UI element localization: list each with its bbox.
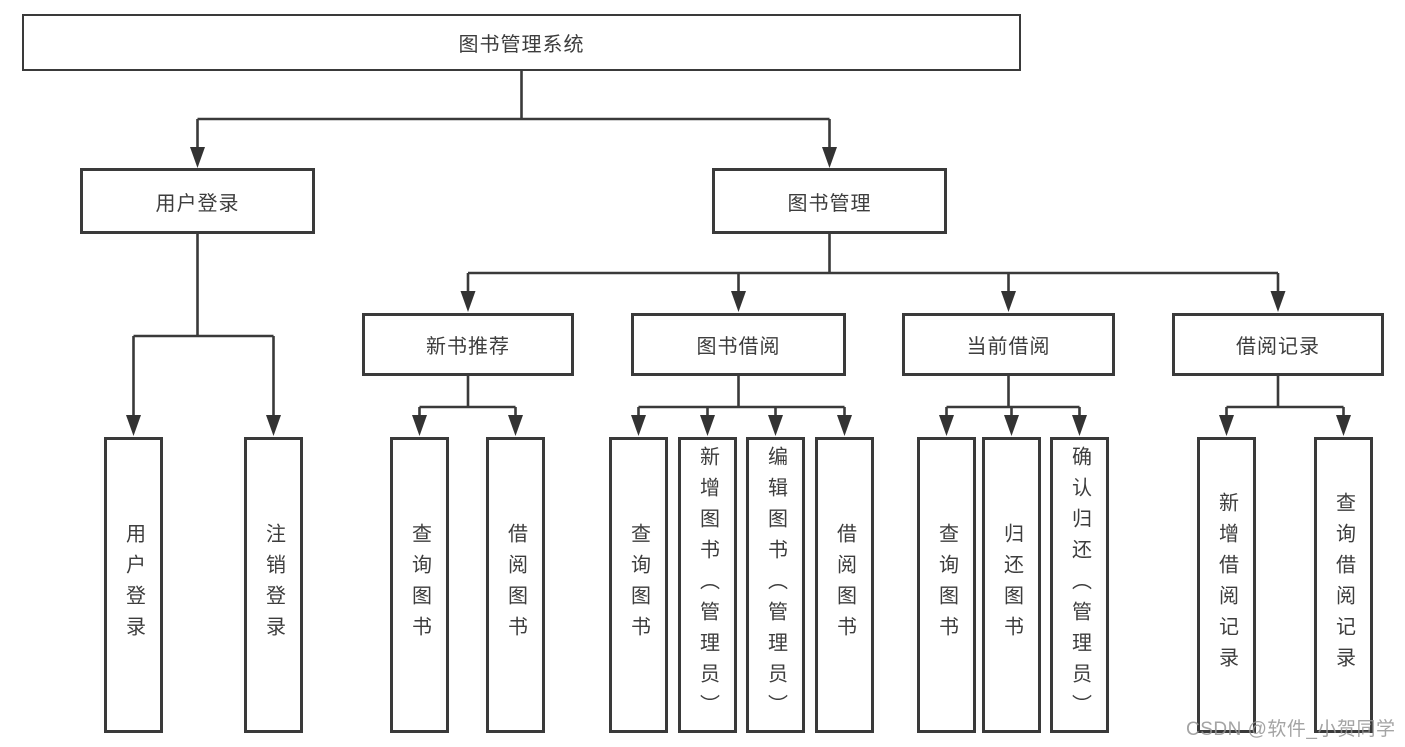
node-label: 图书管理系统 <box>458 34 585 56</box>
leaf-return-books: 归还图书 <box>982 437 1041 733</box>
arrow-down-icon <box>631 415 646 436</box>
arrow-down-icon <box>1004 415 1019 436</box>
arrow-down-icon <box>1072 415 1087 436</box>
arrow-down-icon <box>266 415 281 436</box>
node-book-management: 图书管理 <box>712 168 947 234</box>
arrow-down-icon <box>190 147 205 168</box>
arrow-down-icon <box>700 415 715 436</box>
arrow-down-icon <box>1336 415 1351 436</box>
node-label: 注销登录 <box>262 523 285 647</box>
node-label: 借阅图书 <box>504 523 527 647</box>
node-library-management-system: 图书管理系统 <box>22 14 1021 71</box>
leaf-confirm-return-admin: 确认归还（管理员） <box>1050 437 1109 733</box>
node-label: 借阅图书 <box>833 523 856 647</box>
node-label: 查询图书 <box>935 523 958 647</box>
node-label: 查询图书 <box>408 523 431 647</box>
node-label: 用户登录 <box>122 523 145 647</box>
node-label: 借阅记录 <box>1236 336 1320 358</box>
leaf-query-borrow-record: 查询借阅记录 <box>1314 437 1373 733</box>
leaf-add-borrow-record: 新增借阅记录 <box>1197 437 1256 733</box>
node-label: 图书管理 <box>787 192 872 215</box>
node-label: 当前借阅 <box>966 336 1051 358</box>
arrow-down-icon <box>508 415 523 436</box>
arrow-down-icon <box>939 415 954 436</box>
connector-bookmgmt-to-level3 <box>466 234 1280 292</box>
leaf-query-books-borrow: 查询图书 <box>609 437 668 733</box>
node-label: 新增图书（管理员） <box>696 445 719 725</box>
leaf-logout: 注销登录 <box>244 437 303 733</box>
arrow-down-icon <box>1001 291 1016 312</box>
node-user-login: 用户登录 <box>80 168 315 234</box>
connector-currentborrow-to-leaves <box>945 376 1081 416</box>
node-label: 编辑图书（管理员） <box>764 445 787 725</box>
leaf-borrow-books-newrec: 借阅图书 <box>486 437 545 733</box>
connector-records-to-leaves <box>1225 376 1345 416</box>
arrow-down-icon <box>460 291 476 312</box>
leaf-add-books-admin: 新增图书（管理员） <box>678 437 737 733</box>
arrow-down-icon <box>1270 291 1286 312</box>
arrow-down-icon <box>768 415 783 436</box>
node-label: 查询图书 <box>627 523 650 647</box>
arrow-down-icon <box>1219 415 1234 436</box>
node-label: 图书借阅 <box>696 336 781 358</box>
arrow-down-icon <box>126 415 141 436</box>
arrow-down-icon <box>731 291 746 312</box>
node-current-borrowing: 当前借阅 <box>902 313 1115 376</box>
node-label: 确认归还（管理员） <box>1068 445 1091 725</box>
node-new-book-recommendation: 新书推荐 <box>362 313 574 376</box>
connector-newbook-to-leaves <box>418 376 517 416</box>
leaf-query-books-newrec: 查询图书 <box>390 437 449 733</box>
connector-bookborrow-to-leaves <box>637 376 846 416</box>
arrow-down-icon <box>822 147 837 168</box>
leaf-edit-books-admin: 编辑图书（管理员） <box>746 437 805 733</box>
connector-root-to-level2 <box>196 71 831 148</box>
leaf-query-books-current: 查询图书 <box>917 437 976 733</box>
node-book-borrowing: 图书借阅 <box>631 313 846 376</box>
leaf-user-login: 用户登录 <box>104 437 163 733</box>
node-label: 归还图书 <box>1000 523 1023 647</box>
node-borrowing-records: 借阅记录 <box>1172 313 1384 376</box>
leaf-borrow-books: 借阅图书 <box>815 437 874 733</box>
node-label: 查询借阅记录 <box>1332 492 1355 678</box>
csdn-watermark: CSDN @软件_小贺同学 <box>1186 719 1396 740</box>
connector-userlogin-to-leaves <box>132 234 275 416</box>
arrow-down-icon <box>412 415 427 436</box>
node-label: 用户登录 <box>155 192 240 215</box>
arrow-down-icon <box>837 415 852 436</box>
node-label: 新增借阅记录 <box>1215 492 1238 678</box>
node-label: 新书推荐 <box>426 336 510 358</box>
